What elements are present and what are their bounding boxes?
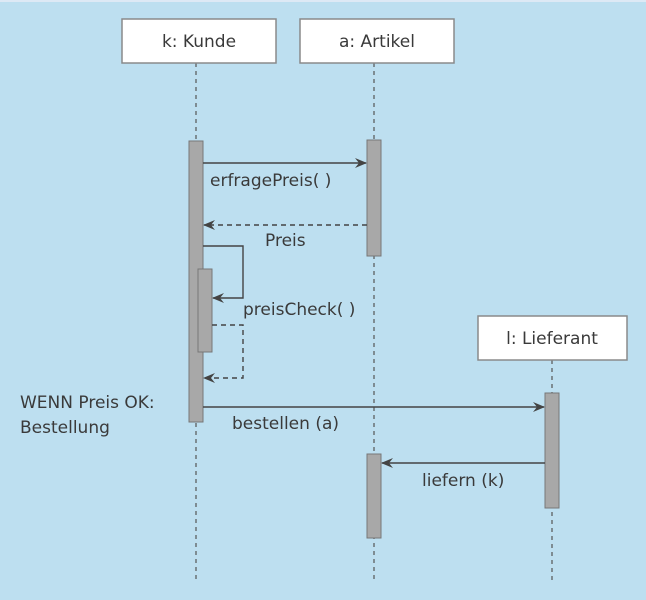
activation-artikel-2 <box>366 453 382 539</box>
message-label: Preis <box>265 231 306 251</box>
condition-note: WENN Preis OK: Bestellung <box>20 393 155 438</box>
top-border <box>0 0 646 2</box>
message-label: erfragePreis( ) <box>210 171 331 191</box>
message-label: bestellen (a) <box>232 414 339 434</box>
message-preischeck-self: preisCheck( ) <box>203 245 355 383</box>
message-label: liefern (k) <box>422 471 504 491</box>
activation-lieferant <box>544 392 560 509</box>
participant-label: l: Lieferant <box>506 329 598 349</box>
message-preis-return: Preis <box>203 220 367 251</box>
participant-lieferant: l: Lieferant <box>477 315 628 361</box>
message-liefern: liefern (k) <box>381 458 545 491</box>
participant-artikel: a: Artikel <box>299 18 455 64</box>
participant-label: k: Kunde <box>162 32 236 52</box>
message-erfragepreis: erfragePreis( ) <box>203 158 367 191</box>
activation-kunde-nested <box>197 268 213 353</box>
note-line-1: WENN Preis OK: <box>20 393 155 413</box>
message-label: preisCheck( ) <box>243 300 355 320</box>
participant-kunde: k: Kunde <box>121 18 277 64</box>
activation-artikel-1 <box>366 139 382 257</box>
self-return-arrow <box>203 324 244 383</box>
message-bestellen: bestellen (a) <box>203 402 545 434</box>
note-line-2: Bestellung <box>20 418 110 438</box>
participant-label: a: Artikel <box>339 32 415 52</box>
